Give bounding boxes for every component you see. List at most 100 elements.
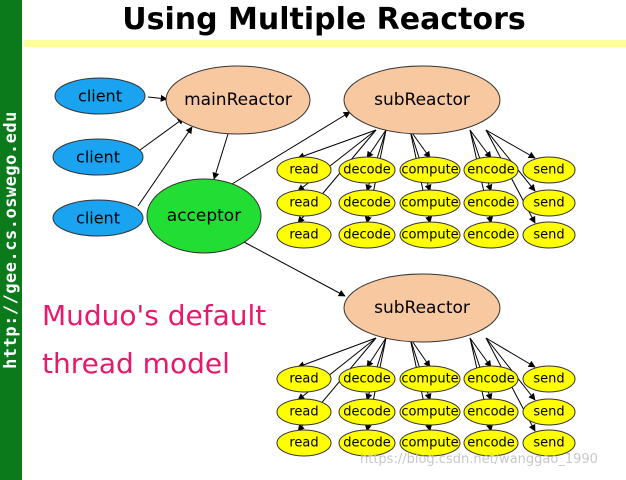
caption: Muduo's default thread model bbox=[42, 292, 266, 388]
stage-sub1-send-3-label: send bbox=[533, 228, 564, 243]
stage-sub2-read-1: read bbox=[276, 365, 332, 393]
arrow-sub2-to-read-1 bbox=[297, 337, 377, 369]
sub-reactor-node-1-shape bbox=[343, 65, 501, 135]
stage-sub1-decode-1-shape bbox=[338, 156, 396, 184]
stage-sub2-compute-2-shape bbox=[399, 398, 461, 426]
client-node-2: client bbox=[52, 138, 144, 176]
stage-sub1-encode-3: encode bbox=[463, 221, 519, 249]
stage-sub2-encode-1-shape bbox=[463, 365, 519, 393]
stage-sub1-send-3: send bbox=[522, 221, 576, 249]
main-reactor-node-label: mainReactor bbox=[184, 90, 292, 110]
stage-sub2-decode-2-label: decode bbox=[343, 405, 391, 420]
stage-sub1-read-1-label: read bbox=[289, 163, 318, 178]
arrow-sub1-to-encode-1 bbox=[469, 129, 492, 159]
stage-sub1-decode-3-label: decode bbox=[343, 228, 391, 243]
stage-sub1-decode-2-shape bbox=[338, 189, 396, 217]
stage-sub2-encode-2-shape bbox=[463, 398, 519, 426]
client-node-1-label: client bbox=[78, 87, 122, 106]
arrow-client-3-to-main bbox=[137, 126, 193, 207]
stage-sub1-encode-3-shape bbox=[463, 221, 519, 249]
diagram-nodes: client client client mainReactor acceptor sub… bbox=[52, 65, 576, 457]
stage-sub1-compute-2: compute bbox=[399, 189, 461, 217]
arrow-acceptor-to-sub1 bbox=[231, 111, 351, 185]
arrow-sub2-to-send-1 bbox=[485, 337, 536, 368]
stage-sub2-encode-1: encode bbox=[463, 365, 519, 393]
arrow-acceptor-to-sub2 bbox=[243, 241, 346, 297]
stage-sub1-decode-1: decode bbox=[338, 156, 396, 184]
arrow-sub1-to-decode-1 bbox=[366, 129, 387, 159]
stage-sub2-read-2-label: read bbox=[289, 405, 318, 420]
main-reactor-node-shape bbox=[165, 65, 311, 135]
stage-sub2-compute-3-shape bbox=[399, 429, 461, 457]
stage-sub2-compute-3: compute bbox=[399, 429, 461, 457]
stage-sub2-encode-2: encode bbox=[463, 398, 519, 426]
stage-sub2-encode-3-label: encode bbox=[467, 436, 515, 451]
arrow-sub1-to-read-1 bbox=[297, 129, 377, 160]
stage-sub2-send-2-shape bbox=[522, 398, 576, 426]
stage-sub2-read-3-shape bbox=[276, 429, 332, 457]
stage-sub2-compute-1: compute bbox=[399, 365, 461, 393]
arrow-sub2-to-decode-1 bbox=[366, 337, 387, 368]
stage-sub1-send-1: send bbox=[522, 156, 576, 184]
stage-sub1-decode-2: decode bbox=[338, 189, 396, 217]
stage-sub2-compute-2: compute bbox=[399, 398, 461, 426]
acceptor-node-label: acceptor bbox=[167, 206, 241, 226]
stage-sub2-decode-3-label: decode bbox=[343, 436, 391, 451]
main-reactor-node: mainReactor bbox=[165, 65, 311, 135]
client-node-2-label: client bbox=[76, 148, 120, 167]
sub-reactor-node-2-shape bbox=[343, 273, 501, 343]
stage-sub2-decode-1-label: decode bbox=[343, 372, 391, 387]
stage-sub2-encode-2-label: encode bbox=[467, 405, 515, 420]
stage-sub2-read-1-shape bbox=[276, 365, 332, 393]
stage-sub1-decode-1-label: decode bbox=[343, 163, 391, 178]
arrow-main-to-acceptor bbox=[212, 133, 229, 180]
sidebar-bar: http://gee.cs.oswego.edu bbox=[0, 0, 22, 480]
stage-sub2-compute-1-label: compute bbox=[401, 372, 458, 387]
stage-sub2-decode-3-shape bbox=[338, 429, 396, 457]
arrow-sub1-to-compute-1 bbox=[409, 129, 431, 159]
stage-sub1-send-2-label: send bbox=[533, 196, 564, 211]
stage-sub1-compute-1-shape bbox=[399, 156, 461, 184]
acceptor-node: acceptor bbox=[146, 178, 262, 254]
stage-sub2-decode-2-shape bbox=[338, 398, 396, 426]
stage-sub1-encode-1: encode bbox=[463, 156, 519, 184]
stage-sub2-send-1-label: send bbox=[533, 372, 564, 387]
stage-sub2-read-1-label: read bbox=[289, 372, 318, 387]
sub-reactor-node-1-label: subReactor bbox=[374, 90, 470, 110]
stage-sub2-send-2: send bbox=[522, 398, 576, 426]
stage-sub1-compute-3-label: compute bbox=[401, 228, 458, 243]
stage-sub1-read-3: read bbox=[276, 221, 332, 249]
stage-sub2-read-3-label: read bbox=[289, 436, 318, 451]
stage-sub2-send-1-shape bbox=[522, 365, 576, 393]
stage-sub1-read-3-shape bbox=[276, 221, 332, 249]
stage-sub2-decode-3: decode bbox=[338, 429, 396, 457]
client-node-3: client bbox=[52, 199, 144, 237]
stage-sub1-decode-3-shape bbox=[338, 221, 396, 249]
stage-sub2-send-2-label: send bbox=[533, 405, 564, 420]
client-node-3-label: client bbox=[76, 209, 120, 228]
title-underline bbox=[24, 40, 626, 47]
stage-sub1-compute-3: compute bbox=[399, 221, 461, 249]
stage-sub2-encode-1-label: encode bbox=[467, 372, 515, 387]
stage-sub1-read-3-label: read bbox=[289, 228, 318, 243]
acceptor-node-shape bbox=[146, 178, 262, 254]
stage-sub2-encode-3: encode bbox=[463, 429, 519, 457]
stage-sub1-decode-3: decode bbox=[338, 221, 396, 249]
stage-sub2-compute-2-label: compute bbox=[401, 405, 458, 420]
client-node-1: client bbox=[54, 77, 146, 115]
stage-sub2-read-2-shape bbox=[276, 398, 332, 426]
stage-sub2-send-3: send bbox=[522, 429, 576, 457]
stage-sub2-send-3-label: send bbox=[533, 436, 564, 451]
caption-line-2: thread model bbox=[42, 347, 230, 380]
stage-sub2-compute-1-shape bbox=[399, 365, 461, 393]
stage-sub1-compute-1: compute bbox=[399, 156, 461, 184]
client-node-3-shape bbox=[52, 199, 144, 237]
stage-sub2-decode-2: decode bbox=[338, 398, 396, 426]
stage-sub1-read-1-shape bbox=[276, 156, 332, 184]
stage-sub1-send-3-shape bbox=[522, 221, 576, 249]
stage-sub1-send-2-shape bbox=[522, 189, 576, 217]
stage-sub1-compute-1-label: compute bbox=[401, 163, 458, 178]
arrow-sub2-to-send-2 bbox=[485, 337, 536, 401]
stage-sub1-compute-2-shape bbox=[399, 189, 461, 217]
stage-sub1-send-1-shape bbox=[522, 156, 576, 184]
